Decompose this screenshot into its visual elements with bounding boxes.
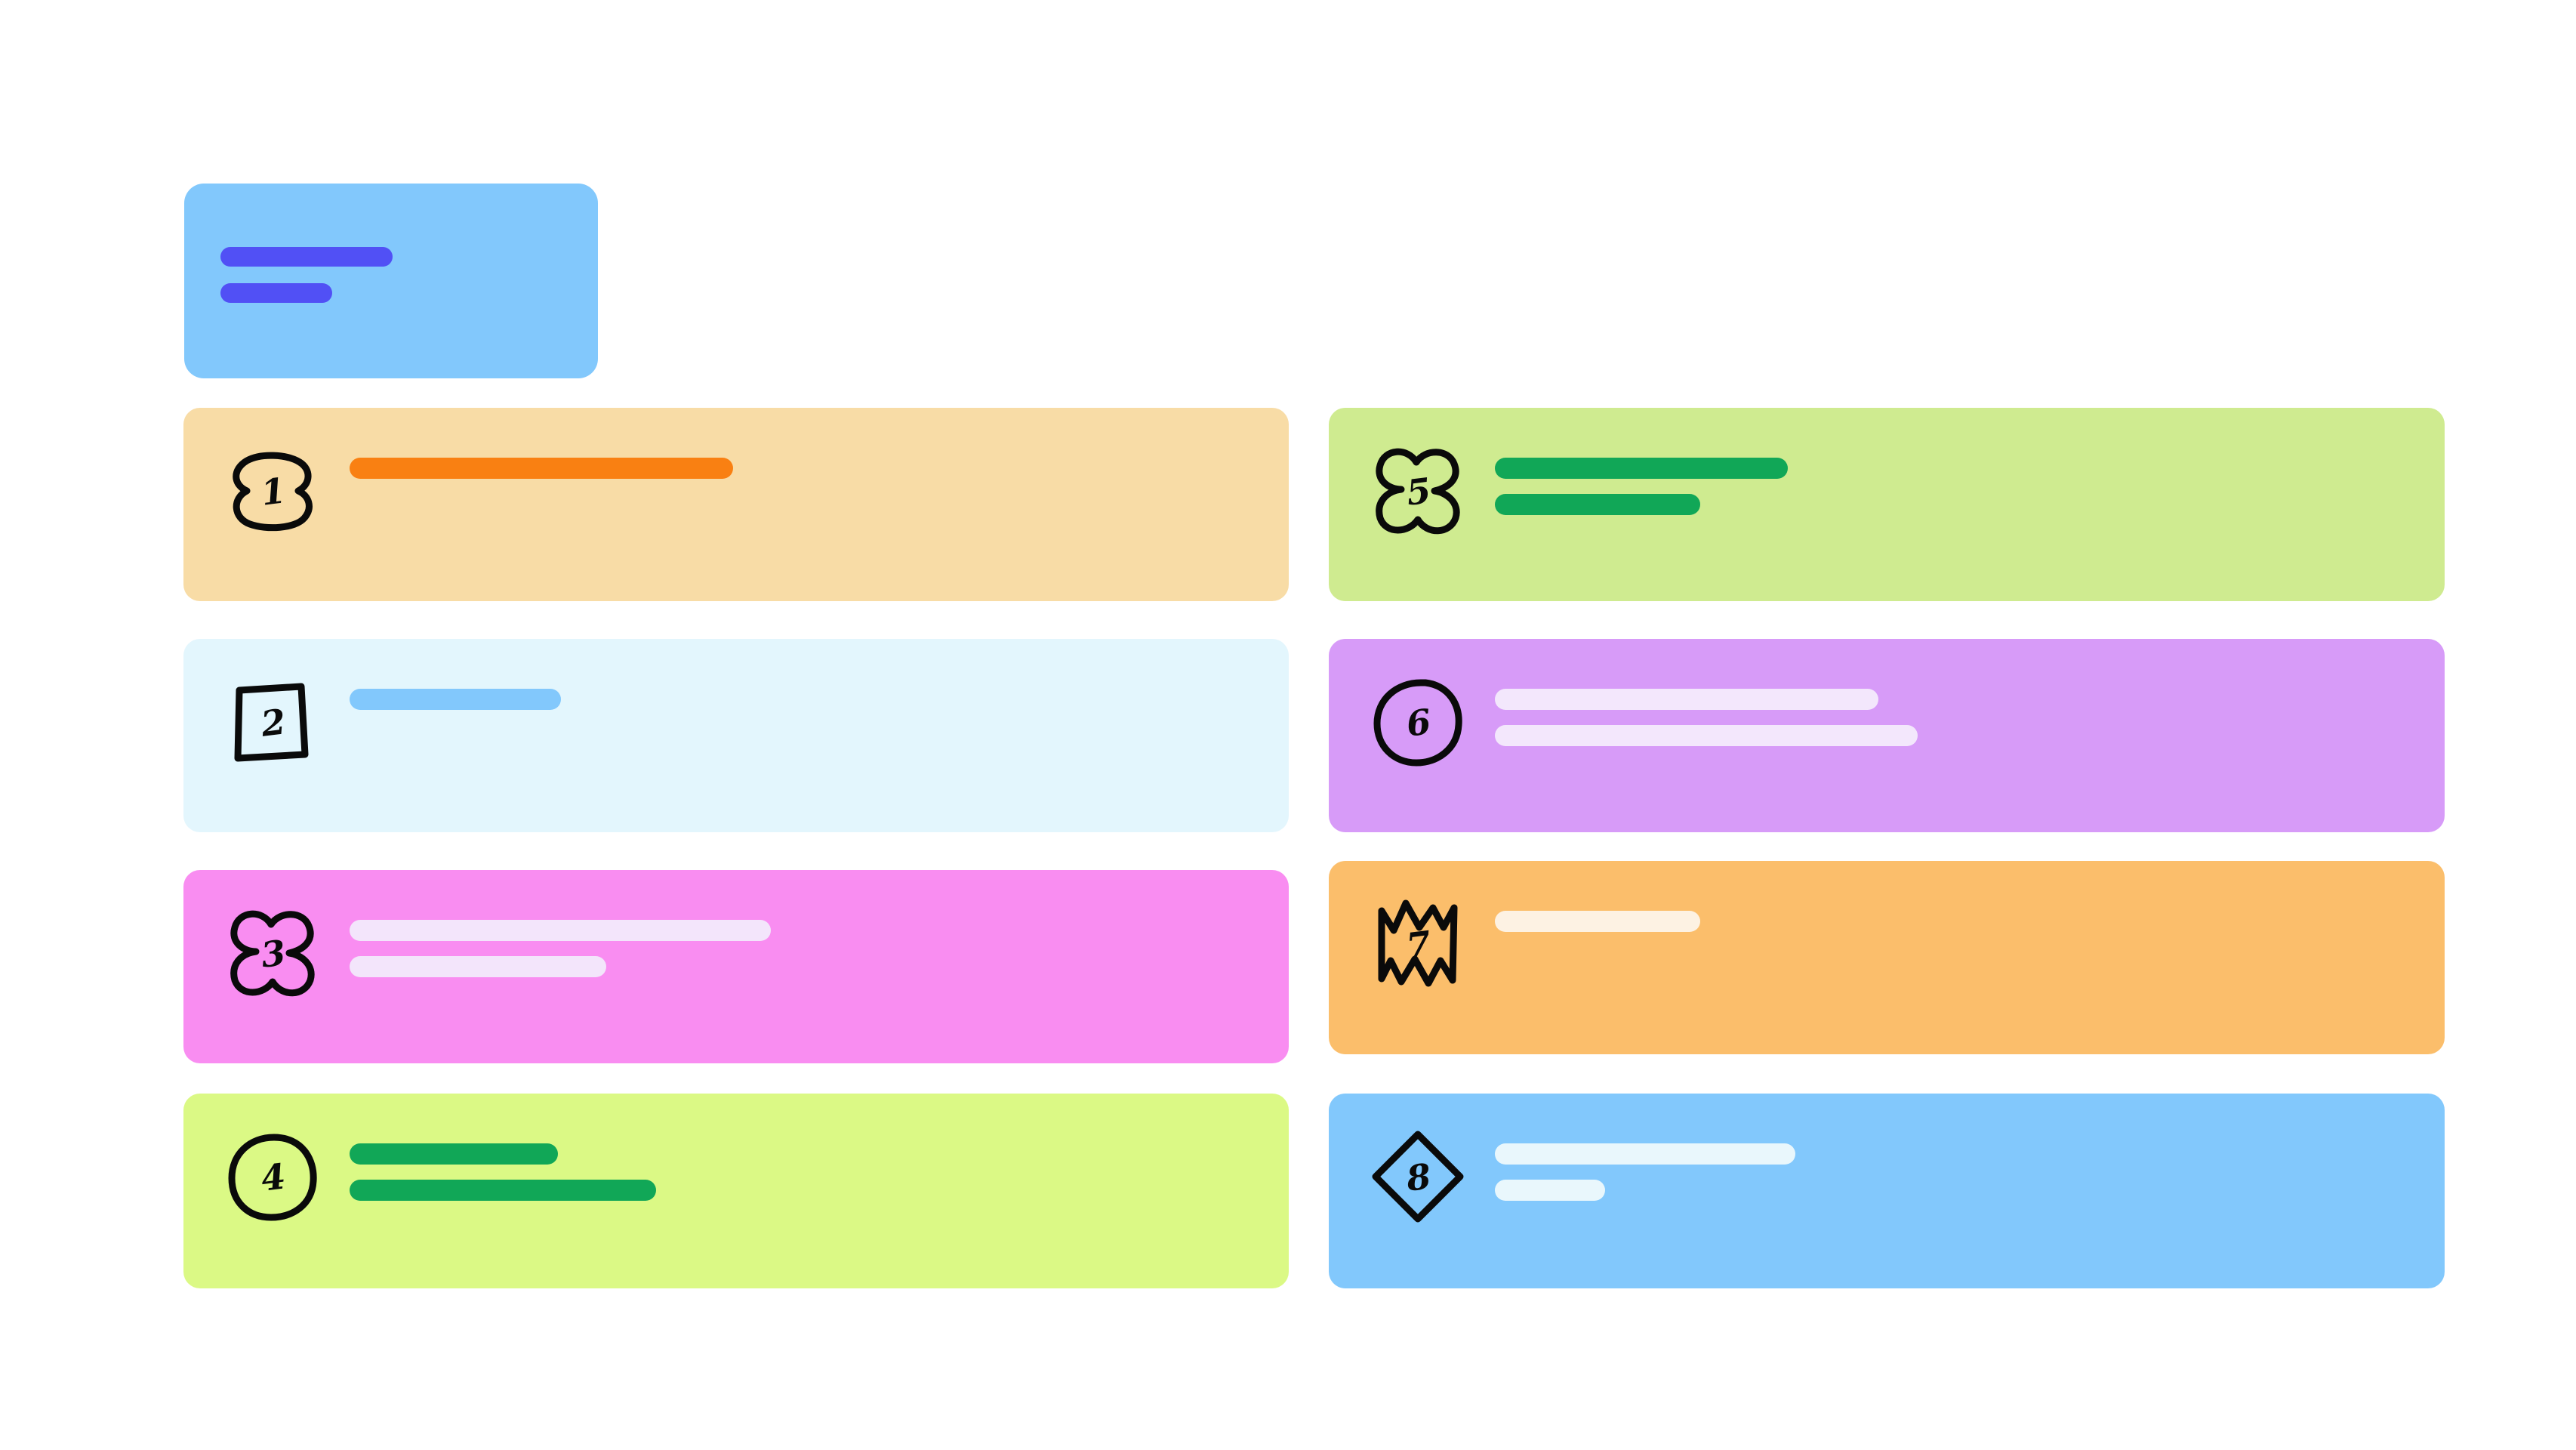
badge-clover-icon: 5 [1362,435,1475,548]
card-6-bar-1 [1495,689,1878,710]
card-7-content: 7 [1362,861,1700,1054]
card-4-bar-2 [350,1180,656,1201]
card-8-content: 8 [1362,1094,1795,1288]
badge-number-8: 8 [1404,1155,1434,1199]
card-3-bars [350,897,771,977]
badge-circle-icon: 4 [217,1121,330,1234]
card-2-bar-1 [350,689,561,710]
card-6-bars [1495,666,1918,746]
card-8-bar-2 [1495,1180,1605,1201]
card-5-bar-1 [1495,458,1788,479]
step-card-7[interactable]: 7 [1329,861,2445,1054]
card-1-bars [350,435,733,479]
badge-square-icon: 2 [217,666,330,779]
step-card-2[interactable]: 2 [183,639,1289,832]
card-6-bar-2 [1495,725,1918,746]
header-card[interactable] [184,184,598,378]
badge-circle-icon: 6 [1362,666,1475,779]
card-3-bar-2 [350,956,606,977]
step-card-6[interactable]: 6 [1329,639,2445,832]
header-placeholder-bars [220,247,393,303]
card-3-bar-1 [350,920,771,941]
card-8-bars [1495,1121,1795,1201]
badge-number-7: 7 [1404,923,1434,967]
card-7-bar-1 [1495,911,1700,932]
card-7-bars [1495,888,1700,932]
card-1-bar-1 [350,458,733,479]
card-2-content: 2 [217,639,561,832]
card-5-content: 5 [1362,408,1788,601]
badge-number-6: 6 [1404,701,1434,745]
badge-number-4: 4 [258,1155,288,1199]
card-3-content: 3 [217,870,771,1063]
step-card-4[interactable]: 4 [183,1094,1289,1288]
card-4-content: 4 [217,1094,656,1288]
step-card-1[interactable]: 1 [183,408,1289,601]
header-bar-2 [220,283,332,303]
badge-number-5: 5 [1404,470,1434,514]
card-4-bar-1 [350,1143,558,1165]
step-card-8[interactable]: 8 [1329,1094,2445,1288]
step-card-3[interactable]: 3 [183,870,1289,1063]
card-5-bar-2 [1495,494,1700,515]
card-6-content: 6 [1362,639,1918,832]
card-8-bar-1 [1495,1143,1795,1165]
badge-peanut-icon: 1 [217,435,330,548]
badge-number-2: 2 [258,701,288,745]
card-5-bars [1495,435,1788,515]
header-bar-1 [220,247,393,267]
badge-number-3: 3 [258,932,288,976]
badge-clover-icon: 3 [217,897,330,1010]
badge-diamond-icon: 8 [1362,1121,1475,1234]
card-1-content: 1 [217,408,733,601]
badge-number-1: 1 [258,470,288,514]
card-4-bars [350,1121,656,1201]
step-card-5[interactable]: 5 [1329,408,2445,601]
badge-zigzag-icon: 7 [1362,888,1475,1001]
card-2-bars [350,666,561,710]
